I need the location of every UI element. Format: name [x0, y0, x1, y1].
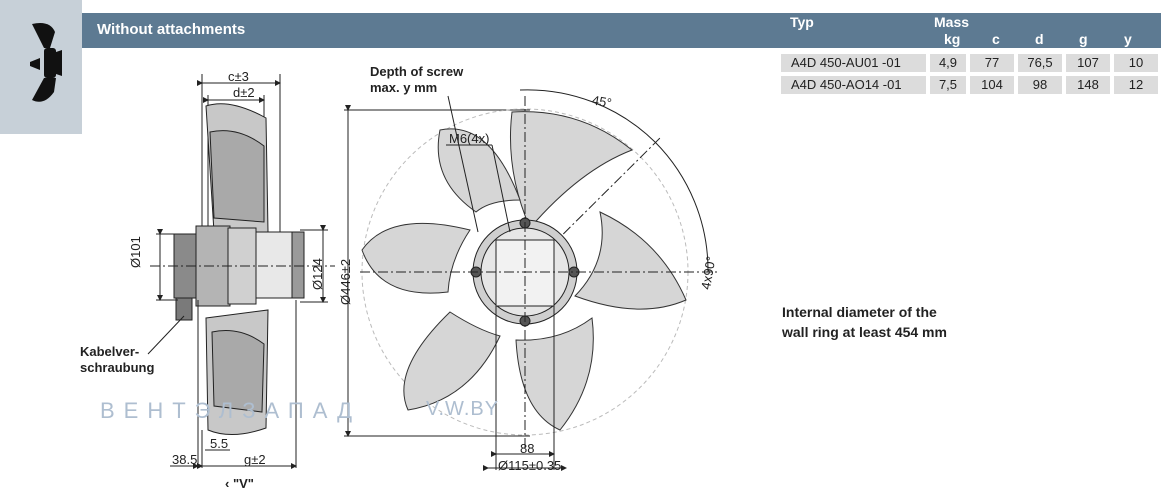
row-1-d: 76,5	[1018, 54, 1062, 72]
dim-115-label: Ø115±0.35	[498, 458, 562, 473]
col-typ: Typ	[790, 14, 814, 30]
col-unit-c: c	[992, 31, 1000, 47]
row-1-g: 107	[1066, 54, 1110, 72]
dim-5-5-label: 5.5	[210, 436, 229, 451]
col-unit-kg: kg	[944, 31, 961, 47]
dim-446-label: Ø446±2	[338, 258, 353, 305]
row-2-d: 98	[1018, 76, 1062, 94]
side-view	[147, 74, 335, 469]
screw-note-line-2: max. y mm	[370, 80, 438, 95]
dim-124-label: Ø124	[310, 258, 325, 290]
col-unit-d: d	[1035, 31, 1044, 47]
watermark-brand: ВЕНТЭЛЗАПАД	[100, 398, 362, 423]
dim-88-label: 88	[520, 441, 535, 456]
view-v-label: ‹ "V"	[225, 476, 254, 491]
m6-label: M6(4x)	[449, 131, 490, 146]
col-unit-y: y	[1124, 31, 1132, 47]
dim-c-label: c±3	[228, 69, 249, 84]
wall-ring-note-2: wall ring at least 454 mm	[782, 324, 947, 340]
axial-fan-icon	[30, 23, 62, 102]
row-1-c: 77	[970, 54, 1014, 72]
row-2-kg: 7,5	[930, 76, 966, 94]
dim-101-label: Ø101	[128, 236, 143, 268]
angle-45-label: 45°	[590, 92, 613, 111]
dim-38-5-label: 38.5	[172, 452, 198, 467]
col-unit-g: g	[1079, 31, 1088, 47]
front-view	[344, 89, 720, 471]
row-2-c: 104	[970, 76, 1014, 94]
row-2-g: 148	[1066, 76, 1110, 94]
category-tab	[0, 0, 82, 134]
wall-ring-note-1: Internal diameter of the	[782, 304, 937, 320]
cable-gland-label-1: Kabelver-	[80, 344, 140, 359]
row-2-y: 12	[1114, 76, 1158, 94]
section-header	[82, 13, 772, 48]
dim-d-label: d±2	[233, 85, 255, 100]
row-1-y: 10	[1114, 54, 1158, 72]
row-2-typ: A4D 450-AO14 -01	[781, 76, 926, 94]
watermark-url: V.W.BY	[426, 398, 500, 420]
col-mass: Mass	[934, 14, 970, 30]
section-title: Without attachments	[97, 21, 246, 38]
spec-table-header	[772, 13, 1161, 48]
row-1-kg: 4,9	[930, 54, 966, 72]
cable-gland-label-2: schraubung	[80, 360, 155, 375]
screw-note-line-1: Depth of screw	[370, 64, 464, 79]
dim-g-label: g±2	[244, 452, 266, 467]
row-1-typ: A4D 450-AU01 -01	[781, 54, 926, 72]
